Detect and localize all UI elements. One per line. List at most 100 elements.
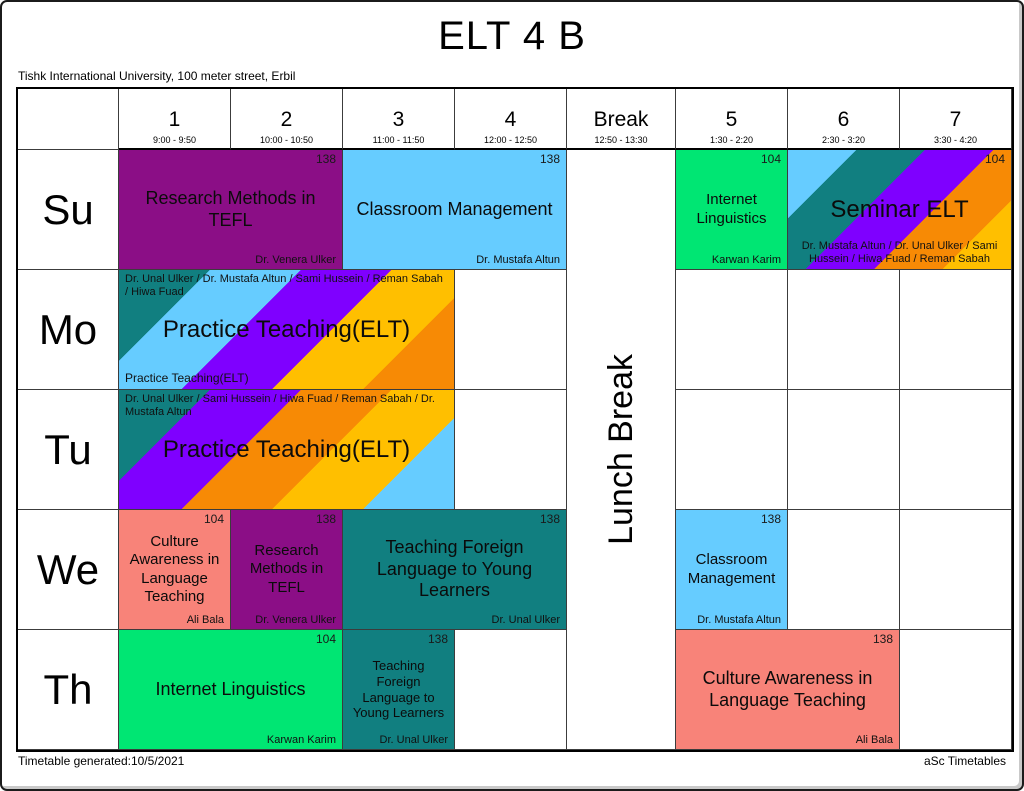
lesson-cell-th-internet-linguistics: 104 Internet Linguistics Karwan Karim <box>119 630 343 750</box>
period-time: 2:30 - 3:20 <box>821 135 866 145</box>
lesson-title: Culture Awareness in Language Teaching <box>129 532 220 605</box>
lesson-teacher: Dr. Mustafa Altun <box>697 614 781 626</box>
lesson-title: Research Methods in TEFL <box>249 542 324 596</box>
period-time: 12:00 - 12:50 <box>483 135 538 145</box>
room-number: 138 <box>539 512 560 526</box>
period-header-5: 5 1:30 - 2:20 <box>676 89 788 150</box>
room-number: 104 <box>203 512 224 526</box>
empty-cell <box>455 270 567 390</box>
day-label-su: Su <box>18 150 119 270</box>
lesson-title: Practice Teaching(ELT) <box>162 435 411 463</box>
lesson-cell-th-teaching-foreign-language: 138 Teaching Foreign Language to Young L… <box>343 630 455 750</box>
lesson-teacher: Dr. Venera Ulker <box>255 254 336 266</box>
period-number: 2 <box>280 107 293 131</box>
lesson-cell-we-classroom-management: 138 Classroom Management Dr. Mustafa Alt… <box>676 510 788 630</box>
lesson-title: Culture Awareness in Language Teaching <box>702 667 873 710</box>
empty-cell <box>788 510 900 630</box>
period-time: 11:00 - 11:50 <box>372 135 425 145</box>
timetable-grid: 1 9:00 - 9:50 2 10:00 - 10:50 3 11:00 - … <box>16 87 1014 752</box>
period-header-3: 3 11:00 - 11:50 <box>343 89 455 150</box>
period-number: 3 <box>392 107 405 131</box>
lesson-teacher: Dr. Unal Ulker <box>379 734 448 746</box>
school-address: Tishk International University, 100 mete… <box>18 69 296 83</box>
footer-generated: Timetable generated:10/5/2021 <box>18 754 185 768</box>
teachers-list: Dr. Unal Ulker / Dr. Mustafa Altun / Sam… <box>125 273 443 299</box>
period-time: 10:00 - 10:50 <box>259 135 314 145</box>
empty-cell <box>788 270 900 390</box>
lesson-cell-tu-practice-teaching: Dr. Unal Ulker / Sami Hussein / Hiwa Fua… <box>119 390 455 510</box>
lesson-title: Practice Teaching(ELT) <box>162 315 411 343</box>
room-number: 138 <box>315 512 336 526</box>
lesson-teacher: Karwan Karim <box>711 254 781 266</box>
lesson-title: Research Methods in TEFL <box>145 187 316 230</box>
period-number: 7 <box>949 107 962 131</box>
period-time: 1:30 - 2:20 <box>709 135 754 145</box>
page-title: ELT 4 B <box>438 14 586 58</box>
lesson-cell-th-culture-awareness: 138 Culture Awareness in Language Teachi… <box>676 630 900 750</box>
room-number: 138 <box>539 152 560 166</box>
room-number: 104 <box>984 152 1005 166</box>
lesson-teacher: Dr. Mustafa Altun <box>476 254 560 266</box>
lesson-teacher: Ali Bala <box>186 614 224 626</box>
lesson-title: Teaching Foreign Language to Young Learn… <box>352 657 445 721</box>
lunch-break-label: Lunch Break <box>601 354 640 545</box>
room-number: 138 <box>760 512 781 526</box>
footer-brand: aSc Timetables <box>923 754 1006 768</box>
day-label-we: We <box>18 510 119 630</box>
period-number: 4 <box>504 107 517 131</box>
period-header-2: 2 10:00 - 10:50 <box>231 89 343 150</box>
teachers-list: Dr. Mustafa Altun / Dr. Unal Ulker / Sam… <box>801 239 998 265</box>
period-number: 5 <box>725 107 738 131</box>
lesson-title: Internet Linguistics <box>696 191 767 227</box>
lesson-teacher: Dr. Venera Ulker <box>255 614 336 626</box>
period-time: 9:00 - 9:50 <box>152 135 197 145</box>
period-number: Break <box>593 107 649 131</box>
empty-cell <box>455 390 567 510</box>
lesson-cell-we-research-methods: 138 Research Methods in TEFL Dr. Venera … <box>231 510 343 630</box>
lesson-note: Practice Teaching(ELT) <box>125 371 249 385</box>
lesson-title: Seminar ELT <box>830 195 969 223</box>
empty-cell <box>788 390 900 510</box>
empty-cell <box>900 630 1012 750</box>
room-number: 104 <box>760 152 781 166</box>
teachers-list: Dr. Unal Ulker / Sami Hussein / Hiwa Fua… <box>125 393 435 419</box>
empty-cell <box>900 510 1012 630</box>
period-number: 1 <box>168 107 181 131</box>
lesson-cell-su-research-methods: 138 Research Methods in TEFL Dr. Venera … <box>119 150 343 270</box>
lesson-title: Classroom Management <box>356 198 553 219</box>
lesson-title: Classroom Management <box>687 551 776 587</box>
lesson-cell-su-classroom-management: 138 Classroom Management Dr. Mustafa Alt… <box>343 150 567 270</box>
lesson-title: Teaching Foreign Language to Young Learn… <box>376 536 533 601</box>
period-header-1: 1 9:00 - 9:50 <box>119 89 231 150</box>
day-label-th: Th <box>18 630 119 750</box>
period-number: 6 <box>837 107 850 131</box>
lesson-cell-we-culture-awareness: 104 Culture Awareness in Language Teachi… <box>119 510 231 630</box>
lesson-cell-we-teaching-foreign-language: 138 Teaching Foreign Language to Young L… <box>343 510 567 630</box>
lesson-title: Internet Linguistics <box>155 678 306 699</box>
room-number: 138 <box>315 152 336 166</box>
day-label-mo: Mo <box>18 270 119 390</box>
lesson-teacher: Dr. Unal Ulker <box>491 614 560 626</box>
lesson-cell-su-seminar-elt: 104 Seminar ELT Dr. Mustafa Altun / Dr. … <box>788 150 1012 270</box>
empty-cell <box>676 390 788 510</box>
corner-cell <box>18 89 119 150</box>
room-number: 138 <box>872 632 893 646</box>
period-time: 3:30 - 4:20 <box>933 135 978 145</box>
empty-cell <box>900 390 1012 510</box>
period-time: 12:50 - 13:30 <box>594 135 648 145</box>
lesson-teacher: Ali Bala <box>855 734 893 746</box>
lunch-break-cell: Lunch Break <box>567 150 676 750</box>
empty-cell <box>900 270 1012 390</box>
lesson-cell-su-internet-linguistics: 104 Internet Linguistics Karwan Karim <box>676 150 788 270</box>
period-header-7: 7 3:30 - 4:20 <box>900 89 1012 150</box>
room-number: 104 <box>315 632 336 646</box>
lesson-cell-mo-practice-teaching: Dr. Unal Ulker / Dr. Mustafa Altun / Sam… <box>119 270 455 390</box>
break-header: Break 12:50 - 13:30 <box>567 89 676 150</box>
day-label-tu: Tu <box>18 390 119 510</box>
empty-cell <box>676 270 788 390</box>
period-header-4: 4 12:00 - 12:50 <box>455 89 567 150</box>
room-number: 138 <box>427 632 448 646</box>
period-header-6: 6 2:30 - 3:20 <box>788 89 900 150</box>
empty-cell <box>455 630 567 750</box>
